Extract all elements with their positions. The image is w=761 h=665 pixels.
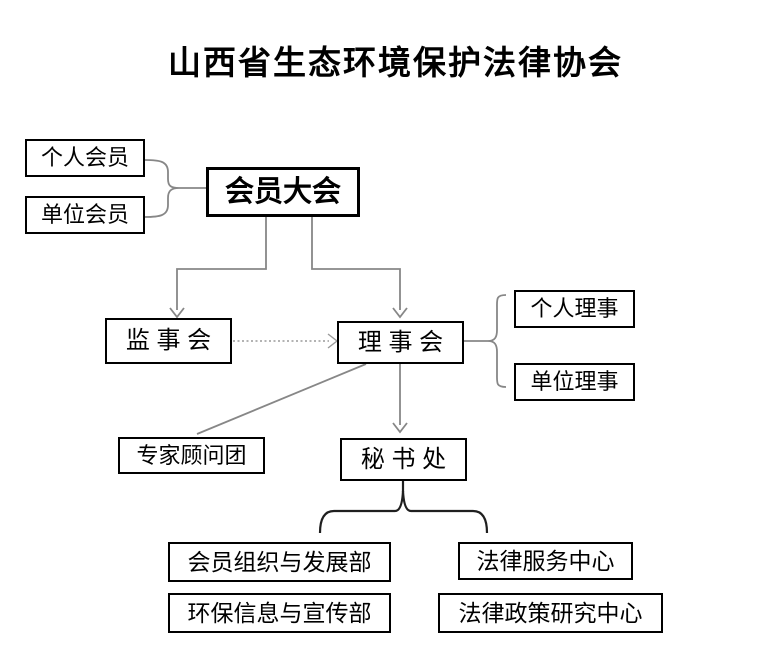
node-council: 理 事 会 <box>337 321 464 364</box>
connector-council-to-secretariat <box>392 364 408 434</box>
node-secretariat: 秘 书 处 <box>340 438 467 481</box>
node-members-assembly: 会员大会 <box>206 167 360 217</box>
node-individual-director: 个人理事 <box>514 290 635 328</box>
connector-supervisory-to-council-dotted <box>233 333 339 349</box>
node-supervisory-board: 监 事 会 <box>105 318 232 364</box>
brace-right-directors-icon <box>464 294 507 388</box>
node-member-org-dev-dept: 会员组织与发展部 <box>168 542 391 582</box>
arrow-down-icon <box>392 422 408 434</box>
node-unit-member: 单位会员 <box>25 196 145 234</box>
node-unit-director: 单位理事 <box>514 363 635 401</box>
node-legal-service-center: 法律服务中心 <box>458 542 633 580</box>
node-individual-member: 个人会员 <box>25 139 145 177</box>
arrow-right-icon <box>327 333 339 349</box>
node-expert-advisory-group: 专家顾问团 <box>118 437 265 474</box>
connector-assembly-to-council <box>311 217 408 319</box>
brace-left-members-icon <box>144 159 206 218</box>
connector-assembly-to-supervisory <box>169 217 267 319</box>
brace-bottom-departments-icon <box>318 481 489 534</box>
arrow-down-icon <box>392 307 408 319</box>
node-env-info-publicity-dept: 环保信息与宣传部 <box>168 593 391 633</box>
node-legal-policy-research-center: 法律政策研究中心 <box>438 593 663 633</box>
chart-title: 山西省生态环境保护法律协会 <box>168 44 623 81</box>
arrow-down-icon <box>169 307 185 319</box>
connector-council-to-expert <box>196 363 367 435</box>
